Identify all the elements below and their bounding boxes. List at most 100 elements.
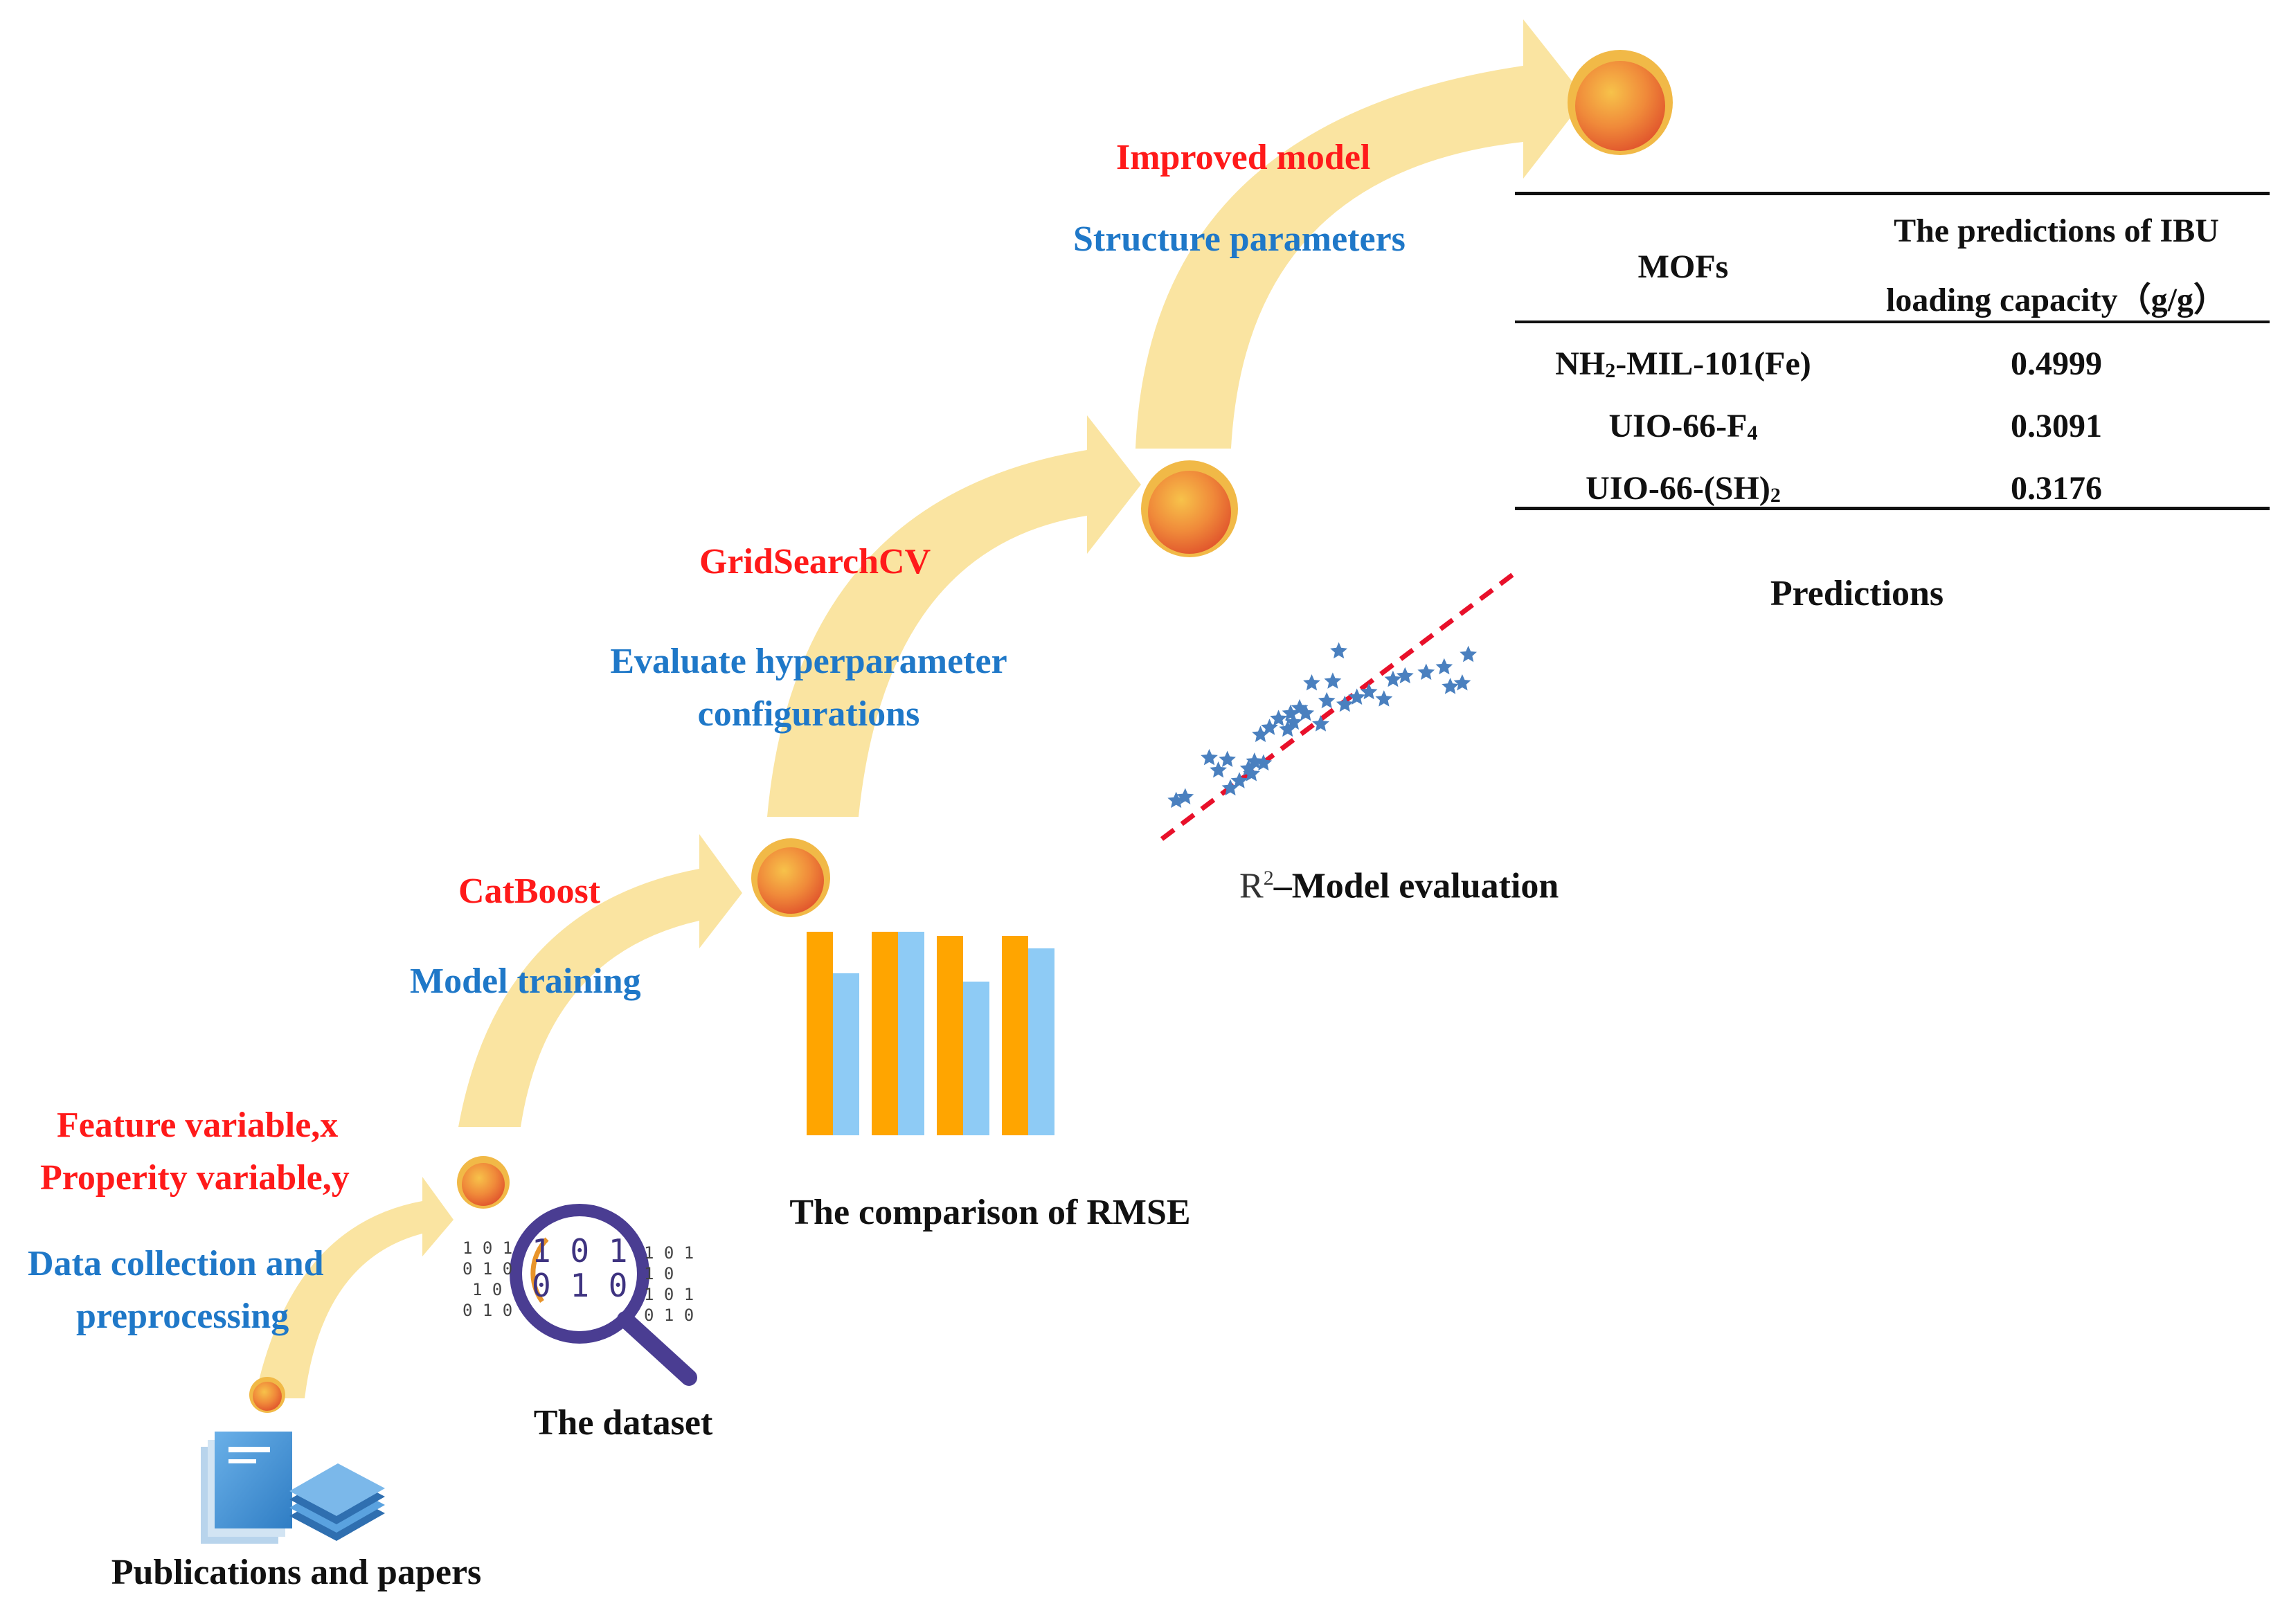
magnifier-icon bbox=[510, 1204, 697, 1386]
scatter-point bbox=[1243, 765, 1260, 782]
scatter-point bbox=[1375, 690, 1393, 707]
stage1-title-2: Properity variable,y bbox=[40, 1158, 350, 1198]
scatter-point bbox=[1453, 674, 1471, 691]
rmse-bar bbox=[898, 932, 924, 1135]
r2-caption-r: R bbox=[1239, 866, 1264, 906]
stage5-subtitle: Structure parameters bbox=[1073, 219, 1406, 259]
stage-node-5 bbox=[1568, 50, 1673, 155]
stage-node-1 bbox=[249, 1377, 285, 1413]
binary-row: 1 0 bbox=[472, 1280, 503, 1299]
scatter-point bbox=[1303, 674, 1320, 691]
stage-node-4 bbox=[1141, 460, 1238, 557]
mof-name-suffix: -MIL-101(Fe) bbox=[1615, 345, 1811, 382]
stage-node-2 bbox=[457, 1156, 510, 1209]
table-header-prediction-line1: The predictions of IBU bbox=[1894, 213, 2219, 249]
rmse-bar bbox=[1028, 948, 1054, 1135]
scatter-point bbox=[1435, 658, 1453, 675]
rmse-bar bbox=[807, 932, 833, 1135]
table-header-prediction-line2: loading capacity（g/g） bbox=[1885, 282, 2227, 318]
scatter-point bbox=[1442, 678, 1459, 694]
rmse-caption: The comparison of RMSE bbox=[789, 1193, 1191, 1232]
binary-magnified: 1 0 1 0 1 0 bbox=[532, 1234, 627, 1303]
scatter-point bbox=[1246, 752, 1264, 769]
table-row-value: 0.3176 bbox=[2011, 470, 2102, 507]
table-row-value: 0.3091 bbox=[2011, 408, 2102, 444]
rmse-bar bbox=[1002, 936, 1028, 1135]
scatter-point bbox=[1261, 719, 1278, 735]
scatter-point bbox=[1252, 725, 1269, 742]
r2-caption-sup: 2 bbox=[1263, 867, 1274, 890]
flow-arrow-2 bbox=[458, 834, 742, 1127]
table-top-rule bbox=[1515, 192, 2270, 195]
publications-icon bbox=[201, 1432, 385, 1544]
table-bottom-rule bbox=[1515, 507, 2270, 510]
binary-row: 1 0 1 bbox=[463, 1238, 513, 1258]
dataset-caption: The dataset bbox=[533, 1403, 713, 1443]
scatter-point bbox=[1285, 713, 1302, 730]
rmse-bar-chart bbox=[807, 932, 1054, 1135]
predictions-caption: Predictions bbox=[1770, 574, 1944, 613]
stage4-subtitle-line2: configurations bbox=[697, 694, 920, 734]
mof-subscript: 2 bbox=[1770, 484, 1781, 507]
scatter-point bbox=[1201, 748, 1218, 766]
scatter-point bbox=[1219, 750, 1236, 767]
binary-row: 1 0 1 bbox=[644, 1285, 694, 1304]
rmse-bar bbox=[833, 973, 859, 1135]
binary-row: 0 1 0 bbox=[532, 1267, 628, 1304]
mof-subscript: 2 bbox=[1605, 359, 1616, 382]
flow-arrow-4 bbox=[1135, 19, 1586, 449]
mof-name: UIO-66-(SH) bbox=[1586, 470, 1770, 507]
table-row-mof: NH2-MIL-101(Fe) bbox=[1555, 348, 1811, 381]
binary-right: 1 0 1 1 0 1 0 1 0 1 0 bbox=[644, 1243, 694, 1326]
scatter-point bbox=[1210, 761, 1227, 778]
scatter-point bbox=[1297, 704, 1315, 721]
flow-arrow-1 bbox=[255, 1177, 454, 1398]
table-row-mof: UIO-66-(SH)2 bbox=[1586, 470, 1781, 507]
stage3-title: CatBoost bbox=[458, 872, 601, 911]
scatter-point bbox=[1348, 688, 1366, 705]
stage5-title: Improved model bbox=[1116, 138, 1371, 177]
stage1-caption: Publications and papers bbox=[111, 1553, 482, 1592]
table-row-value: 0.4999 bbox=[2011, 345, 2102, 382]
scatter-point bbox=[1221, 779, 1239, 796]
r2-scatter-plot bbox=[1160, 572, 1515, 841]
table-header-rule bbox=[1515, 321, 2270, 323]
table-row-mof: UIO-66-F4 bbox=[1608, 408, 1758, 444]
scatter-point bbox=[1270, 710, 1287, 726]
scatter-point bbox=[1417, 663, 1435, 680]
mof-name: NH bbox=[1555, 345, 1606, 382]
scatter-point bbox=[1176, 788, 1194, 804]
scatter-point bbox=[1360, 683, 1378, 700]
binary-row: 0 1 0 bbox=[463, 1301, 513, 1320]
stage1-title: Feature variable,x bbox=[57, 1106, 339, 1145]
binary-row: 1 0 bbox=[644, 1264, 674, 1283]
mof-name: UIO-66-F bbox=[1608, 408, 1748, 444]
rmse-bar bbox=[937, 936, 963, 1135]
binary-left: 1 0 1 0 1 0 1 0 0 1 0 bbox=[463, 1238, 512, 1321]
r2-caption: R2–Model evaluation bbox=[1239, 868, 1559, 904]
scatter-point bbox=[1396, 667, 1414, 684]
scatter-point bbox=[1312, 715, 1329, 732]
mof-subscript: 4 bbox=[1747, 422, 1758, 444]
binary-row: 1 0 1 bbox=[532, 1232, 628, 1270]
rmse-bar bbox=[963, 982, 989, 1135]
predictions-table: MOFs The predictions of IBU loading capa… bbox=[1515, 192, 2270, 510]
stage3-subtitle: Model training bbox=[410, 962, 641, 1001]
fit-line bbox=[1160, 572, 1515, 841]
stage1-subtitle-line1: Data collection and bbox=[28, 1244, 324, 1283]
scatter-point bbox=[1330, 642, 1347, 659]
stage-node-3 bbox=[751, 838, 830, 917]
scatter-point bbox=[1384, 670, 1402, 687]
binary-row: 0 1 0 bbox=[644, 1306, 694, 1325]
scatter-point bbox=[1324, 672, 1342, 689]
flow-arrow-3 bbox=[767, 415, 1141, 817]
scatter-point bbox=[1282, 704, 1300, 721]
binary-row: 0 1 0 bbox=[463, 1259, 513, 1279]
scatter-point bbox=[1255, 754, 1273, 771]
scatter-point bbox=[1230, 772, 1248, 788]
stage4-subtitle-line1: Evaluate hyperparameter bbox=[610, 642, 1007, 681]
scatter-point bbox=[1460, 645, 1477, 662]
r2-caption-text: –Model evaluation bbox=[1273, 866, 1559, 906]
